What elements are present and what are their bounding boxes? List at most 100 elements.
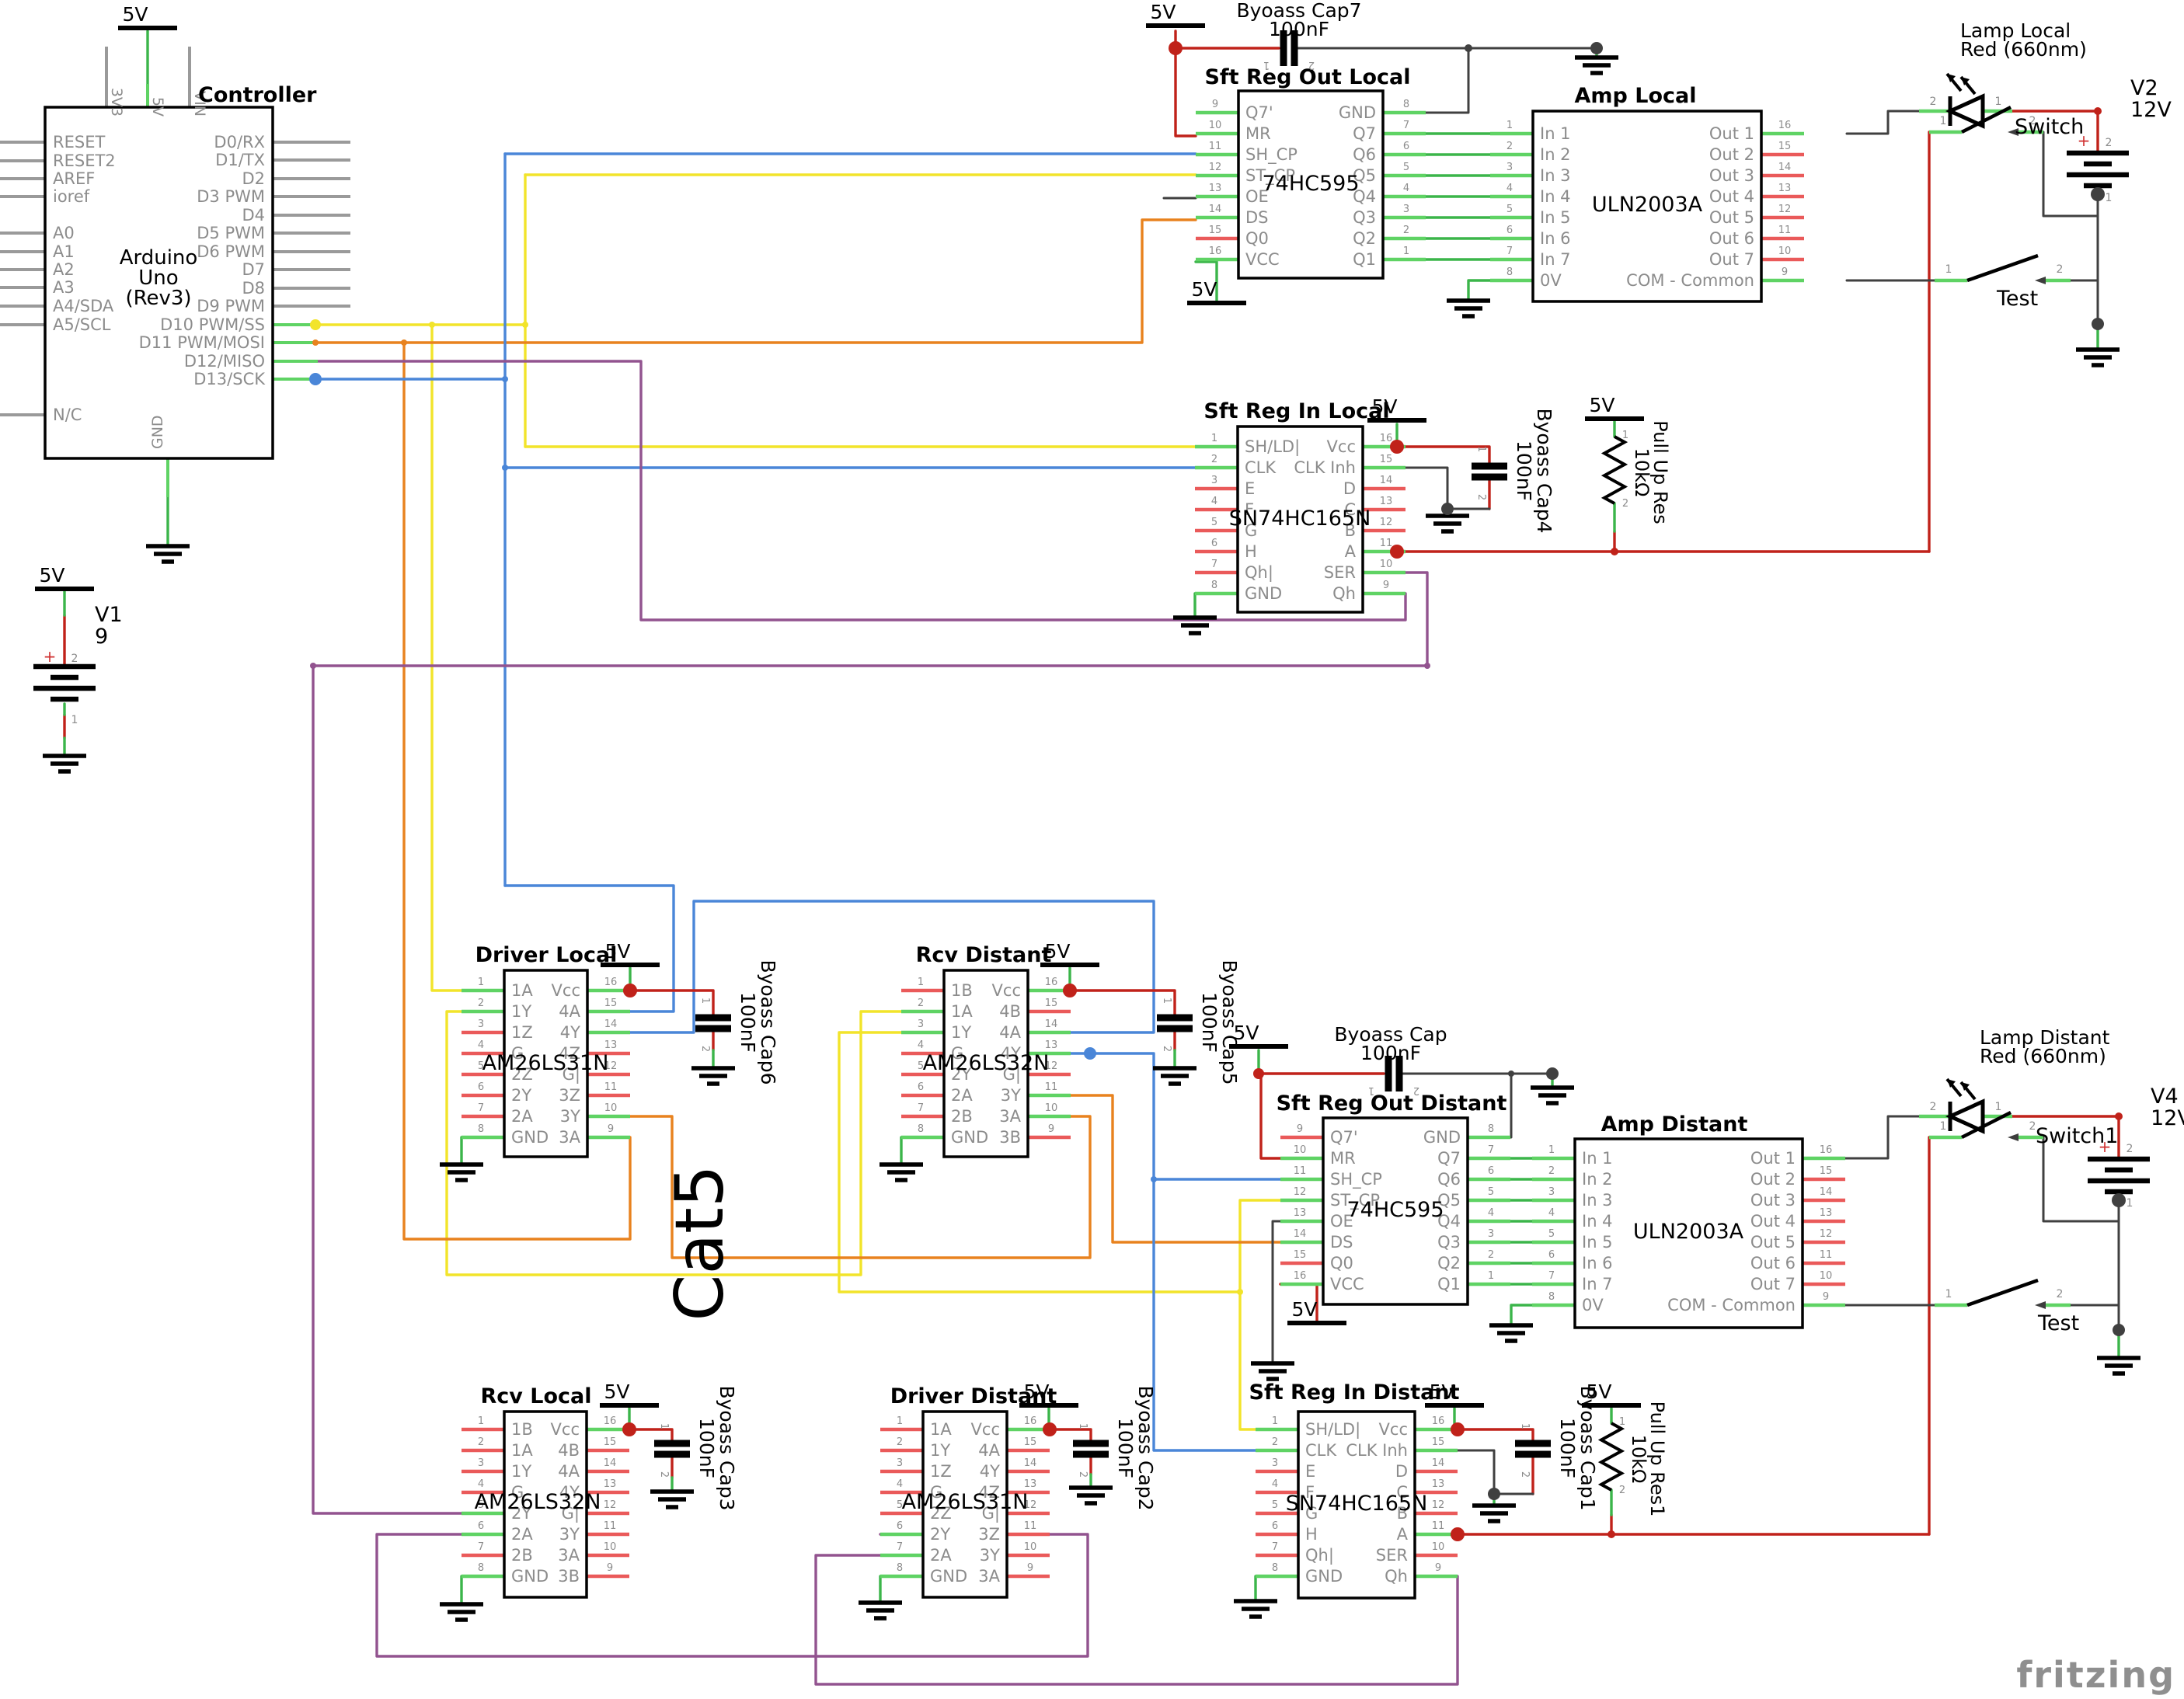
wire-dark-116[interactable]	[1456, 1449, 1534, 1495]
wire-yellow-5[interactable]	[445, 1010, 903, 1276]
wire-yellow-4[interactable]	[430, 323, 463, 992]
wire-dark-111[interactable]	[1844, 1115, 1921, 1160]
ground-symbol[interactable]	[1153, 1066, 1196, 1086]
wire-blue-18[interactable]	[1069, 1052, 1282, 1181]
power-rail-5v[interactable]: 5V	[118, 3, 177, 30]
wire-blue-16[interactable]	[503, 884, 675, 1013]
ground-symbol[interactable]	[146, 544, 190, 564]
wire-green-95[interactable]	[1510, 1304, 1534, 1325]
ground-symbol[interactable]	[1173, 615, 1217, 635]
power-rail-5v[interactable]: 5V	[35, 564, 94, 591]
wire-red-43[interactable]	[1259, 1072, 1282, 1160]
power-rail-5v[interactable]: 5V	[1229, 1022, 1288, 1049]
ground-symbol[interactable]	[2076, 347, 2120, 367]
ic-sro_distant[interactable]: 91011121314151687654321Q7'MRSH_CPST_CPOE…	[1277, 1091, 1510, 1306]
ic-drv_distant[interactable]: 123456781615141312111091A1Y1ZG2Z2Y2AGNDV…	[880, 1384, 1057, 1599]
power-rail-5v[interactable]: 5V	[1582, 1380, 1641, 1408]
wire-purple-21[interactable]	[312, 571, 1429, 1515]
wire-blue-19[interactable]	[1152, 1178, 1257, 1452]
wire-yellow-6[interactable]	[838, 1031, 1282, 1293]
ground-symbol[interactable]	[1426, 514, 1469, 534]
ic-body-amp_distant[interactable]	[1573, 1137, 1804, 1329]
ground-symbol[interactable]	[1234, 1599, 1277, 1619]
wire-dark-108[interactable]	[1404, 466, 1491, 510]
ic-body-rcv_local[interactable]	[503, 1410, 588, 1599]
power-rail-5v[interactable]: 5V	[1287, 1298, 1346, 1325]
ground-symbol[interactable]	[1531, 1085, 1574, 1105]
battery-V1[interactable]: V19+21	[33, 603, 123, 726]
wire-dark-107[interactable]	[2042, 131, 2099, 218]
wire-red-44[interactable]	[1048, 1428, 1092, 1445]
ic-sro_local[interactable]: 91011121314151687654321Q7'MRSH_CPST_CPOE…	[1196, 65, 1426, 280]
wire-dark-103[interactable]	[1845, 110, 1921, 135]
ic-rcv_distant[interactable]: 123456781615141312111091B1A1YG2Y2A2BGNDV…	[901, 943, 1071, 1158]
ic-sri_distant[interactable]: 12345678161514131211109SH/LD|CLKEFGHQh|G…	[1249, 1380, 1460, 1600]
power-rail-5v[interactable]: 5V	[601, 940, 660, 967]
wire-dark-115[interactable]	[2042, 1136, 2120, 1223]
ic-body-sro_distant[interactable]	[1322, 1116, 1469, 1306]
wire-green-94[interactable]	[1467, 279, 1492, 300]
wire-green-70[interactable]	[1194, 260, 1218, 303]
wire-dark-101[interactable]	[1424, 47, 1470, 114]
power-rail-5v[interactable]: 5V	[1019, 1380, 1078, 1408]
wire-red-46[interactable]	[1456, 1428, 1534, 1445]
ground-symbol[interactable]	[1472, 1503, 1516, 1523]
wire-dark-117[interactable]	[1271, 1220, 1282, 1363]
ground-symbol[interactable]	[1489, 1323, 1533, 1343]
wire-purple-22[interactable]	[375, 1533, 1089, 1658]
ground-symbol[interactable]	[440, 1602, 483, 1622]
power-rail-5v[interactable]: 5V	[1367, 395, 1426, 423]
wire-yellow-7[interactable]	[1238, 1290, 1257, 1431]
power-rail-5v[interactable]: 5V	[1585, 394, 1644, 421]
ic-body-amp_local[interactable]	[1531, 110, 1763, 303]
ground-symbol[interactable]	[880, 1162, 923, 1182]
power-rail-5v[interactable]: 5V	[1425, 1380, 1484, 1408]
ic-body-rcv_distant[interactable]	[942, 969, 1029, 1158]
wire-orange-10[interactable]	[629, 1115, 1092, 1259]
power-rail-5v[interactable]: 5V	[1040, 940, 1099, 967]
ground-symbol[interactable]	[1069, 1485, 1113, 1506]
wire-orange-11[interactable]	[1069, 1094, 1282, 1244]
ic-drv_local[interactable]: 123456781615141312111091A1Y1ZG2Z2Y2AGNDV…	[462, 943, 630, 1158]
ground-symbol[interactable]	[691, 1066, 735, 1086]
power-rail-5v[interactable]: 5V	[1146, 1, 1205, 28]
ic-arduino[interactable]: RESETRESET2AREFiorefA0A1A2A3A4/SDAA5/SCL…	[0, 47, 350, 497]
ground-symbol[interactable]	[1575, 55, 1618, 75]
ic-body-drv_local[interactable]	[503, 969, 589, 1158]
wire-orange-9[interactable]	[402, 341, 632, 1241]
wire-orange-8[interactable]	[314, 218, 1197, 344]
ic-body-arduino[interactable]	[44, 106, 274, 460]
wire-red-35[interactable]	[628, 1428, 674, 1445]
ground-symbol[interactable]	[2097, 1356, 2140, 1376]
wire-red-39[interactable]	[1069, 989, 1176, 1019]
ic-sri_local[interactable]: 12345678161514131211109SH/LD|CLKEFGHQh|G…	[1195, 399, 1405, 614]
ic-body-sri_local[interactable]	[1236, 425, 1364, 614]
ground-symbol[interactable]	[1447, 298, 1490, 319]
ground-symbol[interactable]	[859, 1600, 902, 1621]
battery-V4[interactable]: V412V+21	[2088, 1085, 2184, 1210]
wire-red-26[interactable]	[1404, 445, 1491, 468]
ic-body-sro_local[interactable]	[1237, 89, 1385, 280]
power-rail-5v[interactable]: 5V	[600, 1380, 659, 1408]
wire-red-24[interactable]	[1174, 30, 1197, 138]
ground-symbol[interactable]	[43, 754, 86, 774]
power-rail-5v[interactable]: 5V	[1187, 278, 1246, 305]
ic-body-drv_distant[interactable]	[921, 1410, 1008, 1599]
ic-body-sri_distant[interactable]	[1297, 1410, 1416, 1600]
